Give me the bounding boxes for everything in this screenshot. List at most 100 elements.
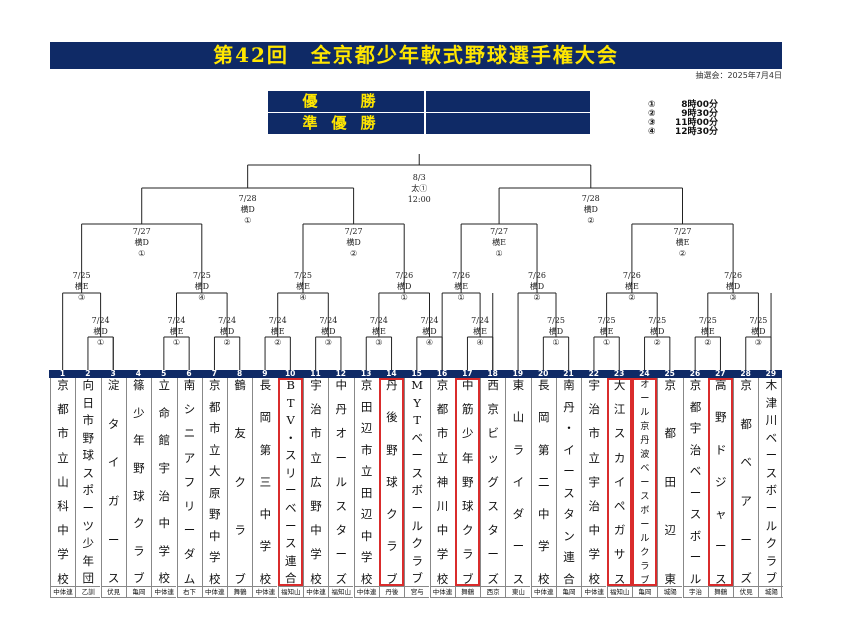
team-name: 京都市立山科中学校 <box>50 378 75 586</box>
team-number: 22 <box>588 369 600 378</box>
team-number: 10 <box>284 369 296 378</box>
team-region: 亀岡 <box>125 586 151 598</box>
team-region: 中体連 <box>581 586 607 598</box>
team-number: 27 <box>715 369 726 378</box>
team-region: 伏見 <box>100 586 126 598</box>
team-number: 19 <box>512 369 524 378</box>
team-number: 7 <box>211 369 217 378</box>
team-region: 城陽 <box>657 586 683 598</box>
team-region: 西京 <box>480 586 506 598</box>
team-number: 17 <box>462 369 473 378</box>
team-name: 高野ドジャース <box>707 378 733 586</box>
team-region: 丹後 <box>378 586 404 598</box>
team-number: 29 <box>765 369 777 378</box>
team-name: 東山ライダース <box>505 378 530 586</box>
team-name: 長岡第三中学校 <box>252 378 277 586</box>
winner-label: 優 勝 <box>268 91 424 112</box>
team-region: 乙訓 <box>75 586 101 598</box>
winner-value <box>426 91 590 112</box>
team-name: 南丹・イースタン連合 <box>556 378 581 586</box>
team-number: 25 <box>664 369 675 378</box>
team-name: 篠少年野球クラブ <box>125 378 151 586</box>
team-number: 12 <box>335 369 347 378</box>
team-name: 大江スカイペガサス <box>606 378 632 586</box>
team-name: 京都ベアーズ <box>733 378 758 586</box>
team-number: 26 <box>689 369 701 378</box>
team-region: 東山 <box>505 586 531 598</box>
team-name: 向日市野球スポーツ少年団 <box>75 378 100 586</box>
team-number: 11 <box>310 369 321 378</box>
team-name: 京都田辺東 <box>657 378 682 586</box>
team-number: 21 <box>563 369 574 378</box>
team-region: 福知山 <box>606 586 632 598</box>
team-region: 城陽 <box>758 586 784 598</box>
runner-up-label: 準優勝 <box>268 113 424 134</box>
team-region: 舞鶴 <box>454 586 480 598</box>
winner-box: 優 勝 <box>268 91 590 112</box>
team-region: 中体連 <box>429 586 455 598</box>
team-region: 宇治 <box>682 586 708 598</box>
team-name: 鶴友クラブ <box>227 378 252 586</box>
team-number: 16 <box>436 369 448 378</box>
team-name: 木津川ベースボールクラブ <box>758 378 783 586</box>
lottery-date: 抽選会：2025年7月4日 <box>695 71 782 80</box>
team-name: 南シニアフリーダム <box>176 378 202 586</box>
team-name: 丹後野球クラブ <box>378 378 404 586</box>
team-number: 4 <box>135 369 141 378</box>
team-number: 5 <box>161 369 167 378</box>
team-name: 立命館宇治中学校 <box>151 378 176 586</box>
team-number: 8 <box>236 369 243 378</box>
team-number: 28 <box>740 369 751 378</box>
team-region: 舞鶴 <box>707 586 733 598</box>
team-name: 京都市立大原野中学校 <box>201 378 227 586</box>
team-name: 京田辺市立田辺中学校 <box>353 378 379 586</box>
team-name: 淀タイガース <box>100 378 126 586</box>
team-region: 中体連 <box>252 586 278 598</box>
table-right-border <box>781 378 782 598</box>
team-number: 6 <box>186 369 192 378</box>
team-number: 23 <box>613 369 625 378</box>
team-name: 長岡第二中学校 <box>530 378 556 586</box>
team-number: 20 <box>537 369 549 378</box>
team-region: 中体連 <box>50 586 75 598</box>
team-number: 24 <box>639 369 650 378</box>
team-name: 京都宇治ベースボール <box>682 378 708 586</box>
team-number: 13 <box>360 369 372 378</box>
team-name: 宇治市立広野中学校 <box>303 378 328 586</box>
team-region: 亀岡 <box>556 586 581 598</box>
team-region: 中体連 <box>201 586 227 598</box>
team-name: 中筋少年野球クラブ <box>454 378 480 586</box>
team-region: 福知山 <box>328 586 354 598</box>
team-name: 京都市立神川中学校 <box>429 378 455 586</box>
team-number: 2 <box>85 369 91 378</box>
team-region: 福知山 <box>277 586 303 598</box>
team-region: 宮与 <box>404 586 430 598</box>
team-region: 亀岡 <box>631 586 657 598</box>
team-region: 中体連 <box>303 586 328 598</box>
team-name: 中丹オールスターズ <box>328 378 353 586</box>
